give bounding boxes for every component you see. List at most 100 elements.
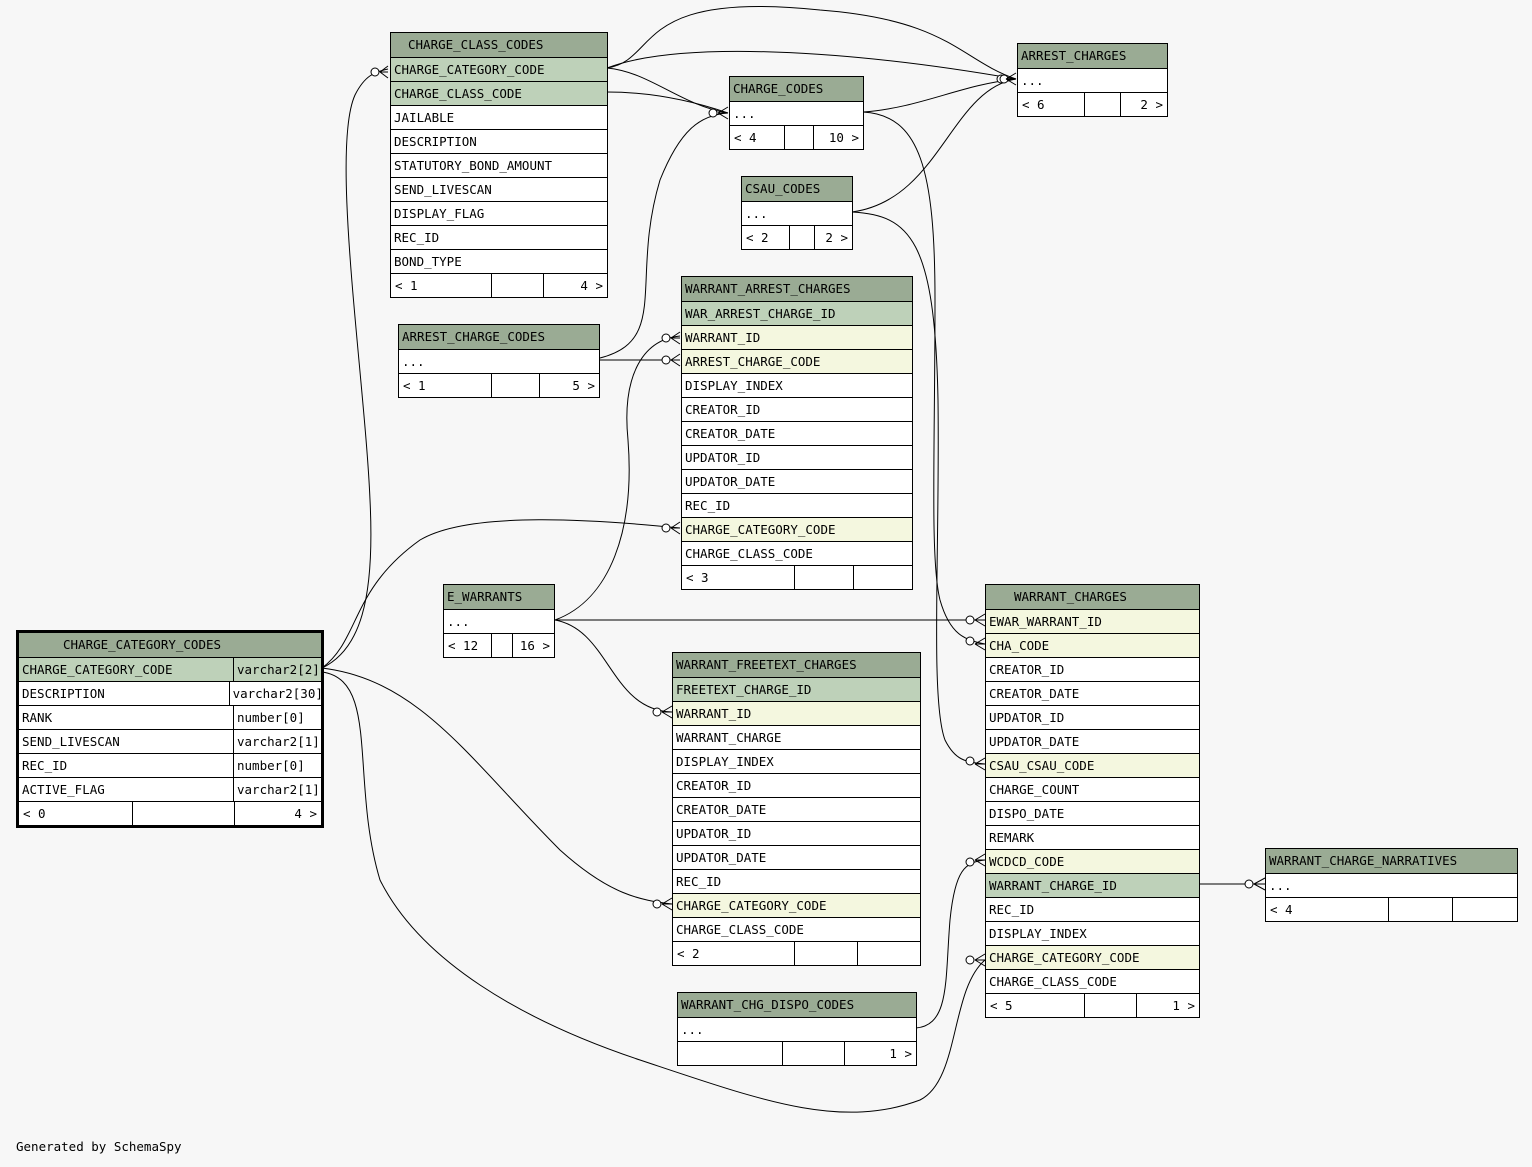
fk-column: WCDCD_CODE	[986, 849, 1199, 873]
table-warrant-freetext-charges[interactable]: WARRANT_FREETEXT_CHARGES FREETEXT_CHARGE…	[672, 652, 921, 966]
parents-count: < 12	[448, 638, 479, 653]
parents-count: < 0	[23, 806, 46, 821]
column-type: varchar2[1]	[237, 782, 320, 797]
children-count: 16 >	[512, 634, 554, 657]
table-footer: < 3	[682, 565, 912, 589]
rows-cell	[491, 374, 539, 397]
table-footer: < 6 2 >	[1018, 92, 1167, 116]
column-name: REC_ID	[19, 754, 234, 777]
parents-count: < 1	[395, 278, 418, 293]
column-row: ...	[678, 1017, 916, 1041]
children-count	[857, 942, 920, 965]
table-warrant-charges[interactable]: WARRANT_CHARGES EWAR_WARRANT_ID CHA_CODE…	[985, 584, 1200, 1018]
column-row: DISPLAY_INDEX	[986, 921, 1199, 945]
fk-column: ARREST_CHARGE_CODE	[682, 349, 912, 373]
fk-column: CHARGE_CATEGORY_CODE	[673, 893, 920, 917]
rows-cell	[1084, 93, 1120, 116]
parents-count: < 2	[746, 230, 769, 245]
children-count: 1 >	[844, 1042, 916, 1065]
pk-column: WAR_ARREST_CHARGE_ID	[682, 301, 912, 325]
table-charge-codes[interactable]: CHARGE_CODES ... < 4 10 >	[729, 76, 864, 150]
column-type: number[0]	[237, 758, 305, 773]
column-row: BOND_TYPE	[391, 249, 607, 273]
column-row: ...	[444, 609, 554, 633]
column-row: WARRANT_CHARGE	[673, 725, 920, 749]
column-row: CHARGE_COUNT	[986, 777, 1199, 801]
fk-column: CHA_CODE	[986, 633, 1199, 657]
edge-class-to-charge-codes-1	[606, 67, 729, 114]
edge-category-to-freetext	[321, 667, 673, 905]
table-warrant-arrest-charges[interactable]: WARRANT_ARREST_CHARGES WAR_ARREST_CHARGE…	[681, 276, 913, 590]
table-header: CSAU_CODES	[742, 177, 852, 201]
children-count: 10 >	[813, 126, 863, 149]
table-warrant-charge-narratives[interactable]: WARRANT_CHARGE_NARRATIVES ... < 4	[1265, 848, 1518, 922]
fk-column: CSAU_CSAU_CODE	[986, 753, 1199, 777]
table-arrest-charges[interactable]: ARREST_CHARGES ... < 6 2 >	[1017, 43, 1168, 117]
edge-ewarrants-to-freetext	[554, 619, 673, 713]
crows-foot-markers	[370, 65, 1266, 967]
column-row: DISPO_DATE	[986, 801, 1199, 825]
rows-cell	[782, 1042, 844, 1065]
column-row: UPDATOR_ID	[986, 705, 1199, 729]
edge-csau-to-warrant-charges	[851, 211, 986, 765]
column-row: UPDATOR_ID	[673, 821, 920, 845]
table-header: WARRANT_CHG_DISPO_CODES	[678, 993, 916, 1017]
column-row: REC_ID	[682, 493, 912, 517]
column-name: SEND_LIVESCAN	[19, 730, 234, 753]
table-csau-codes[interactable]: CSAU_CODES ... < 2 2 >	[741, 176, 853, 250]
table-footer: 1 >	[678, 1041, 916, 1065]
column-row: CHARGE_CLASS_CODE	[673, 917, 920, 941]
edge-category-to-warrant-charges	[321, 671, 986, 1113]
column-row: CREATOR_ID	[682, 397, 912, 421]
column-type: varchar2[30]	[232, 686, 321, 701]
rows-cell	[784, 126, 813, 149]
table-charge-class-codes[interactable]: CHARGE_CLASS_CODES CHARGE_CATEGORY_CODE …	[390, 32, 608, 298]
column-row: RANK number[0]	[19, 705, 321, 729]
children-count: 1 >	[1136, 994, 1199, 1017]
parents-count: < 6	[1022, 97, 1045, 112]
column-row: DESCRIPTION varchar2[30]	[19, 681, 321, 705]
table-arrest-charge-codes[interactable]: ARREST_CHARGE_CODES ... < 1 5 >	[398, 324, 600, 398]
children-count: 5 >	[539, 374, 599, 397]
rows-cell	[132, 802, 234, 825]
column-row: DISPLAY_FLAG	[391, 201, 607, 225]
table-warrant-chg-dispo-codes[interactable]: WARRANT_CHG_DISPO_CODES ... 1 >	[677, 992, 917, 1066]
column-row: ...	[1266, 873, 1517, 897]
table-footer: < 12 16 >	[444, 633, 554, 657]
column-row: SEND_LIVESCAN varchar2[1]	[19, 729, 321, 753]
children-count: 2 >	[814, 226, 852, 249]
parents-count: < 4	[1270, 902, 1293, 917]
table-e-warrants[interactable]: E_WARRANTS ... < 12 16 >	[443, 584, 555, 658]
table-charge-category-codes[interactable]: CHARGE_CATEGORY_CODES CHARGE_CATEGORY_CO…	[16, 630, 324, 828]
column-row: CREATOR_ID	[673, 773, 920, 797]
edge-category-to-class	[321, 68, 389, 669]
fk-column: WARRANT_ID	[682, 325, 912, 349]
table-header: ARREST_CHARGES	[1018, 44, 1167, 68]
column-type: varchar2[1]	[237, 734, 320, 749]
column-type: number[0]	[237, 710, 305, 725]
edge-csau-to-arrest	[851, 78, 1017, 213]
rows-cell	[1388, 898, 1452, 921]
rows-cell	[794, 942, 857, 965]
column-row: CREATOR_DATE	[673, 797, 920, 821]
column-row: CREATOR_DATE	[682, 421, 912, 445]
column-name: ACTIVE_FLAG	[19, 778, 234, 801]
edge-arrest-codes-to-charge-codes	[599, 112, 729, 359]
column-row: DISPLAY_INDEX	[673, 749, 920, 773]
rows-cell	[491, 634, 512, 657]
column-row: CREATOR_DATE	[986, 681, 1199, 705]
column-row: ...	[730, 101, 863, 125]
children-count: 4 >	[234, 802, 321, 825]
table-footer: < 5 1 >	[986, 993, 1199, 1017]
column-row: UPDATOR_ID	[682, 445, 912, 469]
table-header: WARRANT_ARREST_CHARGES	[682, 277, 912, 301]
column-name: RANK	[19, 706, 234, 729]
edge-ewarrants-to-warrant-arrest	[554, 335, 681, 621]
column-type: varchar2[2]	[237, 662, 320, 677]
fk-column: CHARGE_CATEGORY_CODE	[682, 517, 912, 541]
column-row: REC_ID	[391, 225, 607, 249]
rows-cell	[1084, 994, 1136, 1017]
children-count	[853, 566, 912, 589]
column-row: STATUTORY_BOND_AMOUNT	[391, 153, 607, 177]
table-footer: < 4 10 >	[730, 125, 863, 149]
